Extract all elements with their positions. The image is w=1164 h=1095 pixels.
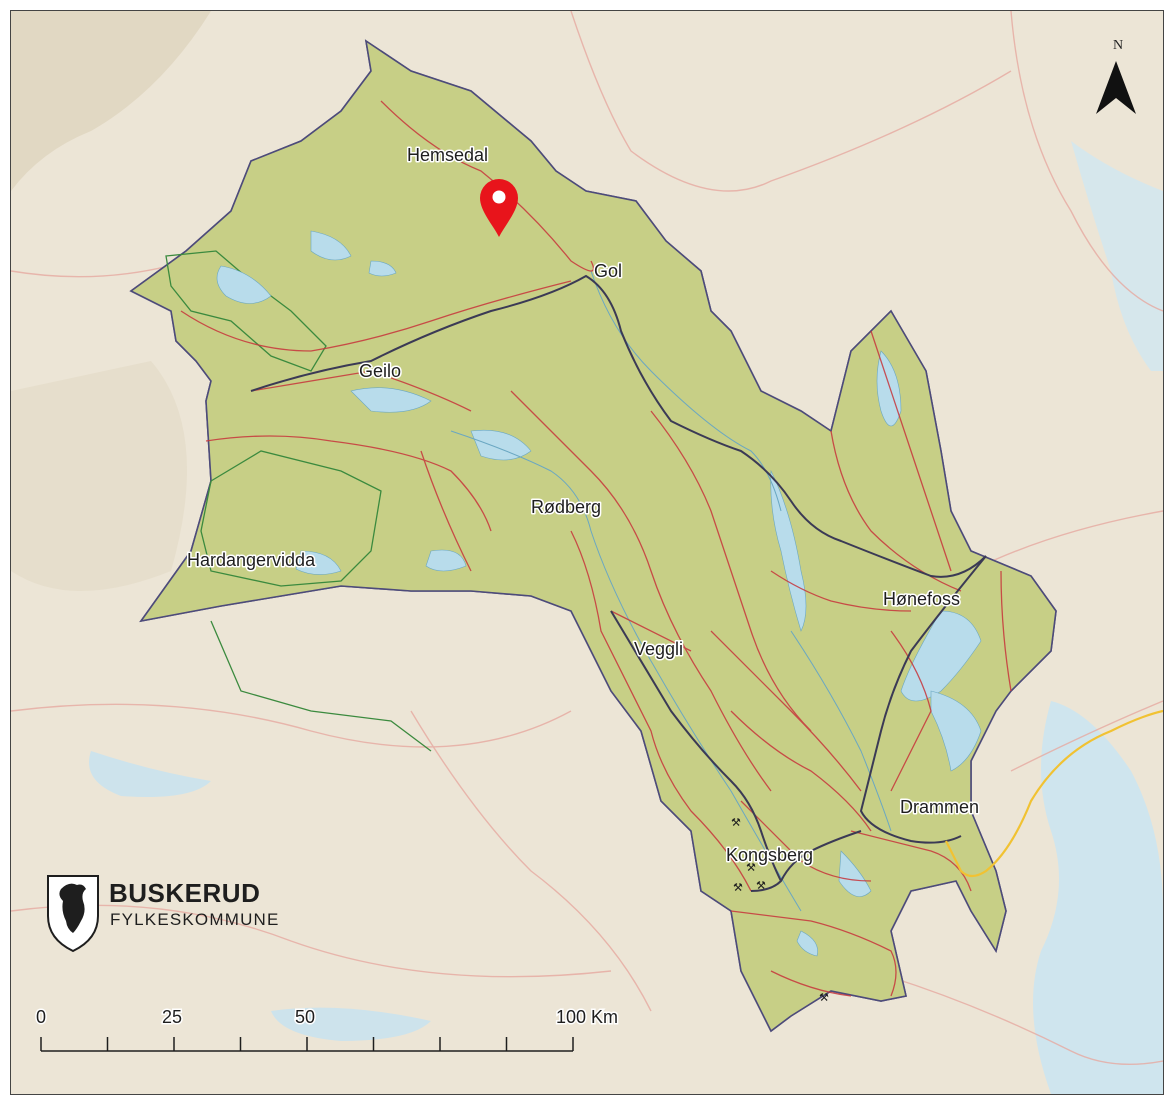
scale-label-50: 50 <box>295 1007 315 1027</box>
scale-label-25: 25 <box>162 1007 182 1027</box>
lakes <box>216 230 982 957</box>
label-hardangervidda[interactable]: Hardangervidda <box>186 549 318 572</box>
map-canvas[interactable]: ⚒ ⚒ ⚒ ⚒ ⚒ Hemsedal Gol Geilo Rødberg Har… <box>11 11 1163 1094</box>
label-honefoss[interactable]: Hønefoss <box>882 588 962 611</box>
map-pin-icon[interactable] <box>480 179 518 237</box>
label-veggli[interactable]: Veggli <box>633 638 685 661</box>
lake-sw <box>89 751 211 797</box>
lake-ne <box>1071 141 1163 371</box>
label-kongsberg[interactable]: Kongsberg <box>725 844 815 867</box>
label-gol[interactable]: Gol <box>593 260 624 283</box>
north-arrow: N <box>1096 38 1136 114</box>
motorway <box>945 709 1163 878</box>
scale-label-0: 0 <box>36 1007 46 1027</box>
mine-icon: ⚒ <box>756 879 766 892</box>
bear-icon <box>59 883 86 933</box>
label-rodberg[interactable]: Rødberg <box>530 496 603 519</box>
label-geilo[interactable]: Geilo <box>358 360 403 383</box>
north-label: N <box>1113 38 1123 53</box>
terrain-shade-nw <box>11 11 211 191</box>
label-drammen[interactable]: Drammen <box>899 796 981 819</box>
mine-icon: ⚒ <box>733 881 743 894</box>
major-road-network <box>250 274 987 892</box>
external-road-network <box>11 11 1163 1065</box>
oslofjord-water <box>1033 701 1163 1094</box>
label-hemsedal[interactable]: Hemsedal <box>406 144 490 167</box>
terrain-shade-w <box>11 361 187 591</box>
map-frame: ⚒ ⚒ ⚒ ⚒ ⚒ Hemsedal Gol Geilo Rødberg Har… <box>10 10 1164 1095</box>
mine-symbols: ⚒ ⚒ ⚒ ⚒ ⚒ <box>731 816 829 1004</box>
logo-subtitle: FYLKESKOMMUNE <box>110 910 280 929</box>
place-labels: Hemsedal Gol Geilo Rødberg Hardangervidd… <box>186 144 981 867</box>
scale-label-100km: 100 Km <box>556 1007 618 1027</box>
lake-s <box>271 1007 431 1041</box>
mine-icon: ⚒ <box>746 861 756 874</box>
scale-bar: 0 25 50 100 Km <box>35 1006 620 1052</box>
logo-title: BUSKERUD <box>109 878 260 908</box>
county-logo: BUSKERUD FYLKESKOMMUNE <box>47 875 280 953</box>
mine-icon: ⚒ <box>819 991 829 1004</box>
mine-icon: ⚒ <box>731 816 741 829</box>
north-arrow-icon <box>1096 61 1136 114</box>
